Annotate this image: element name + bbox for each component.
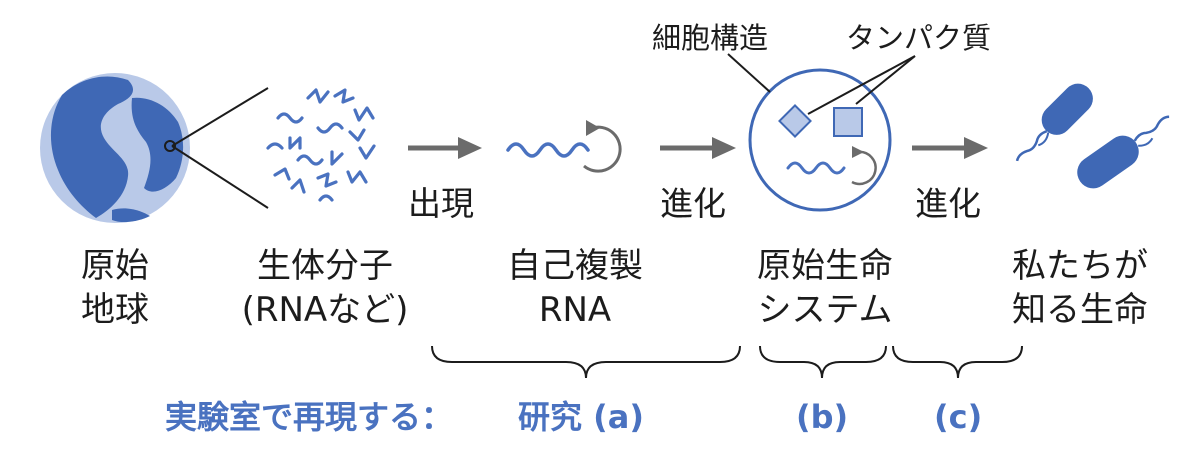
primitive-cell-icon — [748, 68, 892, 212]
stage-line-1: 原始生命 — [757, 246, 893, 286]
stage-label-primitive-earth: 原始 地球 — [40, 244, 190, 332]
earth-globe-icon — [40, 73, 190, 223]
arrow-evolve-1 — [660, 137, 736, 159]
transition-evolve-2: 進化 — [915, 184, 981, 223]
stage-line-2: (RNAなど) — [241, 290, 409, 330]
research-label-a: 研究 (a) — [518, 398, 644, 436]
stage-line-2: 地球 — [81, 290, 149, 330]
callout-cell-structure: 細胞構造 — [652, 21, 769, 55]
research-label-b: (b) — [796, 398, 849, 436]
stage-label-primitive-life: 原始生命 システム — [740, 244, 910, 332]
stage-line-1: 自己複製 — [507, 246, 643, 286]
research-prefix: 実験室で再現する： — [165, 398, 454, 436]
arrow-evolve-2 — [912, 137, 988, 159]
stage-line-2: システム — [757, 290, 893, 330]
brace-research-c — [892, 345, 1023, 379]
zoom-lines — [171, 87, 269, 209]
stage-label-known-life: 私たちが 知る生命 — [995, 244, 1165, 332]
stage-label-biomolecules: 生体分子 (RNAなど) — [225, 244, 425, 332]
stage-label-self-replicating-rna: 自己複製 RNA — [490, 244, 660, 332]
arrow-emerge — [408, 137, 482, 159]
biomolecules-icon — [266, 88, 376, 202]
transition-evolve-1: 進化 — [660, 184, 726, 223]
stage-line-1: 生体分子 — [257, 246, 393, 286]
bacteria-icon — [1015, 83, 1170, 189]
stage-line-2: RNA — [538, 290, 612, 330]
stage-line-2: 知る生命 — [1012, 290, 1148, 330]
stage-line-1: 原始 — [81, 246, 149, 286]
callout-lines — [727, 53, 916, 115]
brace-research-b — [759, 345, 887, 379]
research-label-c: (c) — [934, 398, 983, 436]
self-replicating-rna-icon — [506, 120, 622, 173]
stage-line-1: 私たちが — [1012, 246, 1148, 286]
brace-research-a — [431, 345, 741, 379]
callout-protein: タンパク質 — [846, 21, 992, 55]
transition-emerge: 出現 — [408, 184, 474, 223]
